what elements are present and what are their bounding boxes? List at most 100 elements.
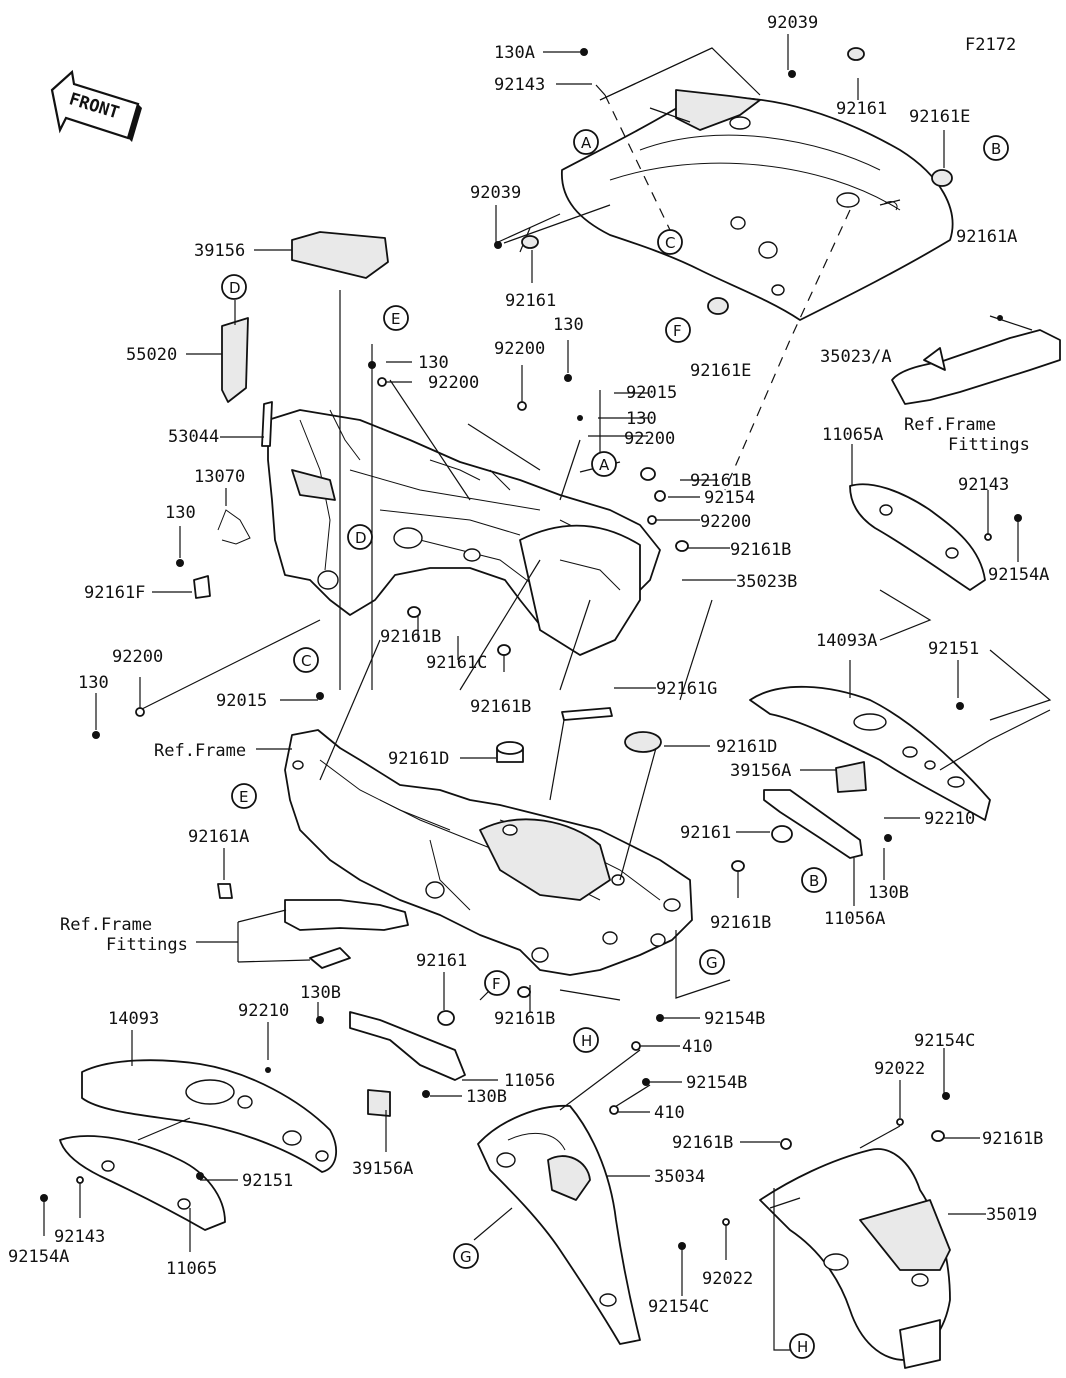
callout-c-1: C <box>657 229 683 255</box>
main-frame-ref <box>284 729 693 976</box>
label-92161D-a: 92161D <box>388 749 449 769</box>
bolts <box>40 48 1022 1250</box>
label-92154A-l: 92154A <box>8 1247 69 1267</box>
callout-e-2: E <box>231 783 257 809</box>
label-92161E-b: 92161E <box>690 361 751 381</box>
label-92161B-a: 92161B <box>690 471 751 491</box>
svg-text:F: F <box>673 322 682 340</box>
callout-h-2: H <box>789 1333 815 1359</box>
label-92154C-b: 92154C <box>648 1297 709 1317</box>
label-92200-e: 92200 <box>112 647 163 667</box>
pad-39156A-l <box>367 1089 391 1117</box>
rear-fender-35023a <box>561 89 954 321</box>
label-92022-b: 92022 <box>702 1269 753 1289</box>
label-92161B-b: 92161B <box>730 540 791 560</box>
svg-text:H: H <box>581 1032 592 1050</box>
part-55020 <box>221 317 249 403</box>
label-39156: 39156 <box>194 241 245 261</box>
label-92161A-top: 92161A <box>956 227 1017 247</box>
rod-92161G <box>561 707 613 721</box>
cover-11065A <box>849 483 986 591</box>
bracket-11056 <box>349 1011 466 1081</box>
label-92154A-r: 92154A <box>988 565 1049 585</box>
label-92210-r: 92210 <box>924 809 975 829</box>
label-92015-a: 92015 <box>626 383 677 403</box>
label-53044: 53044 <box>168 427 219 447</box>
label-92161-l: 92161 <box>416 951 467 971</box>
label-92154C-a: 92154C <box>914 1031 975 1051</box>
callout-b-2: B <box>801 867 827 893</box>
label-92161-top: 92161 <box>836 99 887 119</box>
cover-14093A <box>749 685 991 821</box>
svg-text:E: E <box>391 310 400 328</box>
label-35023A: 35023/A <box>820 347 892 367</box>
label-14093: 14093 <box>108 1009 159 1029</box>
svg-text:E: E <box>239 788 248 806</box>
label-92022-a: 92022 <box>874 1059 925 1079</box>
part-labels: 130A 92143 92039 92161 92161E 92039 9216… <box>8 13 1049 1317</box>
label-410-b: 410 <box>654 1103 685 1123</box>
part-53044 <box>261 401 273 447</box>
label-92154: 92154 <box>704 488 755 508</box>
label-ref-frame-fittings-r2: Fittings <box>948 435 1030 455</box>
label-92154B-a: 92154B <box>704 1009 765 1029</box>
label-92161C: 92161C <box>426 653 487 673</box>
label-35023B: 35023B <box>736 572 797 592</box>
svg-text:G: G <box>460 1248 472 1266</box>
label-92161B-d: 92161B <box>470 697 531 717</box>
label-92039-left: 92039 <box>470 183 521 203</box>
label-130-b: 130 <box>553 315 584 335</box>
callout-b-1: B <box>983 135 1009 161</box>
label-92151-l: 92151 <box>242 1171 293 1191</box>
cover-11065 <box>59 1135 226 1231</box>
svg-text:D: D <box>229 279 241 297</box>
label-130B-l: 130B <box>300 983 341 1003</box>
svg-text:C: C <box>665 234 675 252</box>
label-11056: 11056 <box>504 1071 555 1091</box>
svg-text:A: A <box>599 456 610 474</box>
label-130-a: 130 <box>418 353 449 373</box>
label-92154B-b: 92154B <box>686 1073 747 1093</box>
label-ref-frame-fittings-r1: Ref.Frame <box>904 415 996 435</box>
label-92161B-g: 92161B <box>982 1129 1043 1149</box>
label-92161G: 92161G <box>656 679 717 699</box>
label-92161D-b: 92161D <box>716 737 777 757</box>
callout-f-1: F <box>665 317 691 343</box>
label-130-d: 130 <box>165 503 196 523</box>
callout-c-2: C <box>293 647 319 673</box>
label-92200-c: 92200 <box>624 429 675 449</box>
callout-a-1: A <box>573 129 599 155</box>
cover-14093 <box>81 1059 337 1173</box>
frame-fittings-right <box>891 329 1061 405</box>
bracket-11056A <box>763 789 863 859</box>
label-55020: 55020 <box>126 345 177 365</box>
label-35019: 35019 <box>986 1205 1037 1225</box>
label-130B-r: 130B <box>868 883 909 903</box>
label-39156A-l: 39156A <box>352 1159 413 1179</box>
callout-h-1: H <box>573 1027 599 1053</box>
label-410-a: 410 <box>682 1037 713 1057</box>
label-ref-frame: Ref.Frame <box>154 741 246 761</box>
label-92161B-c: 92161B <box>380 627 441 647</box>
label-92161E-top: 92161E <box>909 107 970 127</box>
svg-text:B: B <box>991 140 1001 158</box>
front-arrow-icon: FRONT <box>50 69 142 142</box>
label-130A: 130A <box>494 43 535 63</box>
pad-39156 <box>291 231 389 279</box>
label-92161B-h: 92161B <box>672 1133 733 1153</box>
label-92161-mid: 92161 <box>505 291 556 311</box>
label-92161F: 92161F <box>84 583 145 603</box>
svg-text:G: G <box>706 954 718 972</box>
label-35034: 35034 <box>654 1167 705 1187</box>
callout-a-2: A <box>591 451 617 477</box>
label-ref-frame-fittings-l1: Ref.Frame <box>60 915 152 935</box>
label-11065A: 11065A <box>822 425 883 445</box>
label-11065: 11065 <box>166 1259 217 1279</box>
callout-d-1: D <box>221 274 247 300</box>
callout-d-2: D <box>347 524 373 550</box>
clip-92161A-l <box>217 883 233 899</box>
pad-39156A-r <box>835 761 867 793</box>
label-92143-r: 92143 <box>958 475 1009 495</box>
rear-sub-frame-assembly <box>267 409 661 656</box>
label-92161B-e: 92161B <box>710 913 771 933</box>
